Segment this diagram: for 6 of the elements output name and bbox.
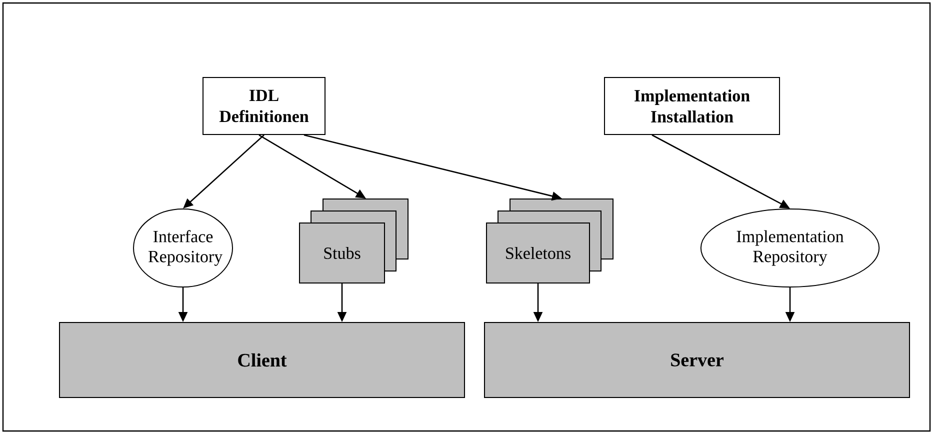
component-bar: Server bbox=[484, 322, 910, 398]
definition-box: Implementation Installation bbox=[604, 77, 780, 135]
definition-box: IDL Definitionen bbox=[202, 77, 326, 135]
stacked-boxes: Skeletons bbox=[486, 198, 614, 284]
component-bar: Client bbox=[59, 322, 465, 398]
stacked-boxes: Stubs bbox=[299, 198, 408, 284]
